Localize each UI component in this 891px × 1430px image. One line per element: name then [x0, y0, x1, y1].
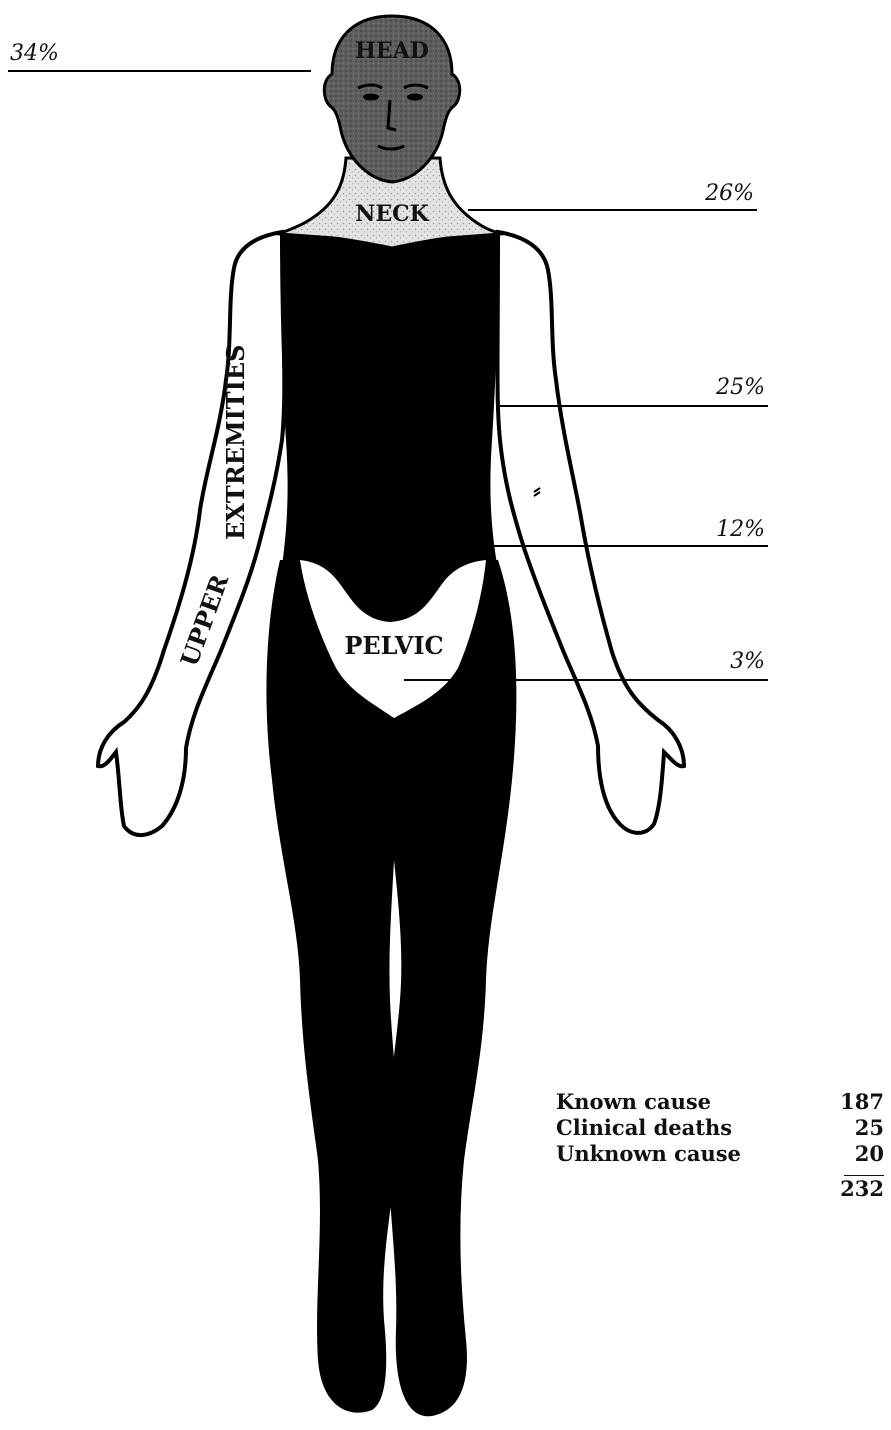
tally-total-row: 232	[556, 1176, 884, 1202]
extremities-label: EXTREMITIES	[221, 344, 250, 540]
tally-label: Clinical deaths	[556, 1115, 732, 1141]
thorax-percentage: 25%	[715, 375, 765, 400]
pelvic-label: PELVIC	[344, 631, 443, 660]
tally-count: 187	[840, 1089, 884, 1115]
tally-count: 20	[855, 1141, 884, 1167]
trunk	[280, 232, 500, 580]
neck-percentage: 26%	[704, 181, 754, 206]
left-arm-outline	[98, 232, 284, 835]
tally-total: 232	[840, 1176, 884, 1202]
tally-row-clinical: Clinical deaths 25	[556, 1115, 884, 1141]
tally-label: Known cause	[556, 1089, 711, 1115]
tally-label: Unknown cause	[556, 1141, 741, 1167]
pelvic-percentage: 3%	[730, 649, 765, 674]
abdomen-percentage: 12%	[716, 517, 765, 542]
right-arm-outline	[498, 232, 685, 833]
tally-row-known: Known cause 187	[556, 1089, 884, 1115]
tally-row-unknown: Unknown cause 20	[556, 1141, 884, 1167]
head-label: HEAD	[355, 38, 429, 64]
right-eye	[407, 94, 423, 101]
left-eye	[363, 94, 379, 101]
head-percentage: 34%	[10, 41, 59, 66]
neck-label: NECK	[355, 201, 429, 227]
tally-count: 25	[855, 1115, 884, 1141]
cause-tally: Known cause 187 Clinical deaths 25 Unkno…	[556, 1089, 884, 1202]
